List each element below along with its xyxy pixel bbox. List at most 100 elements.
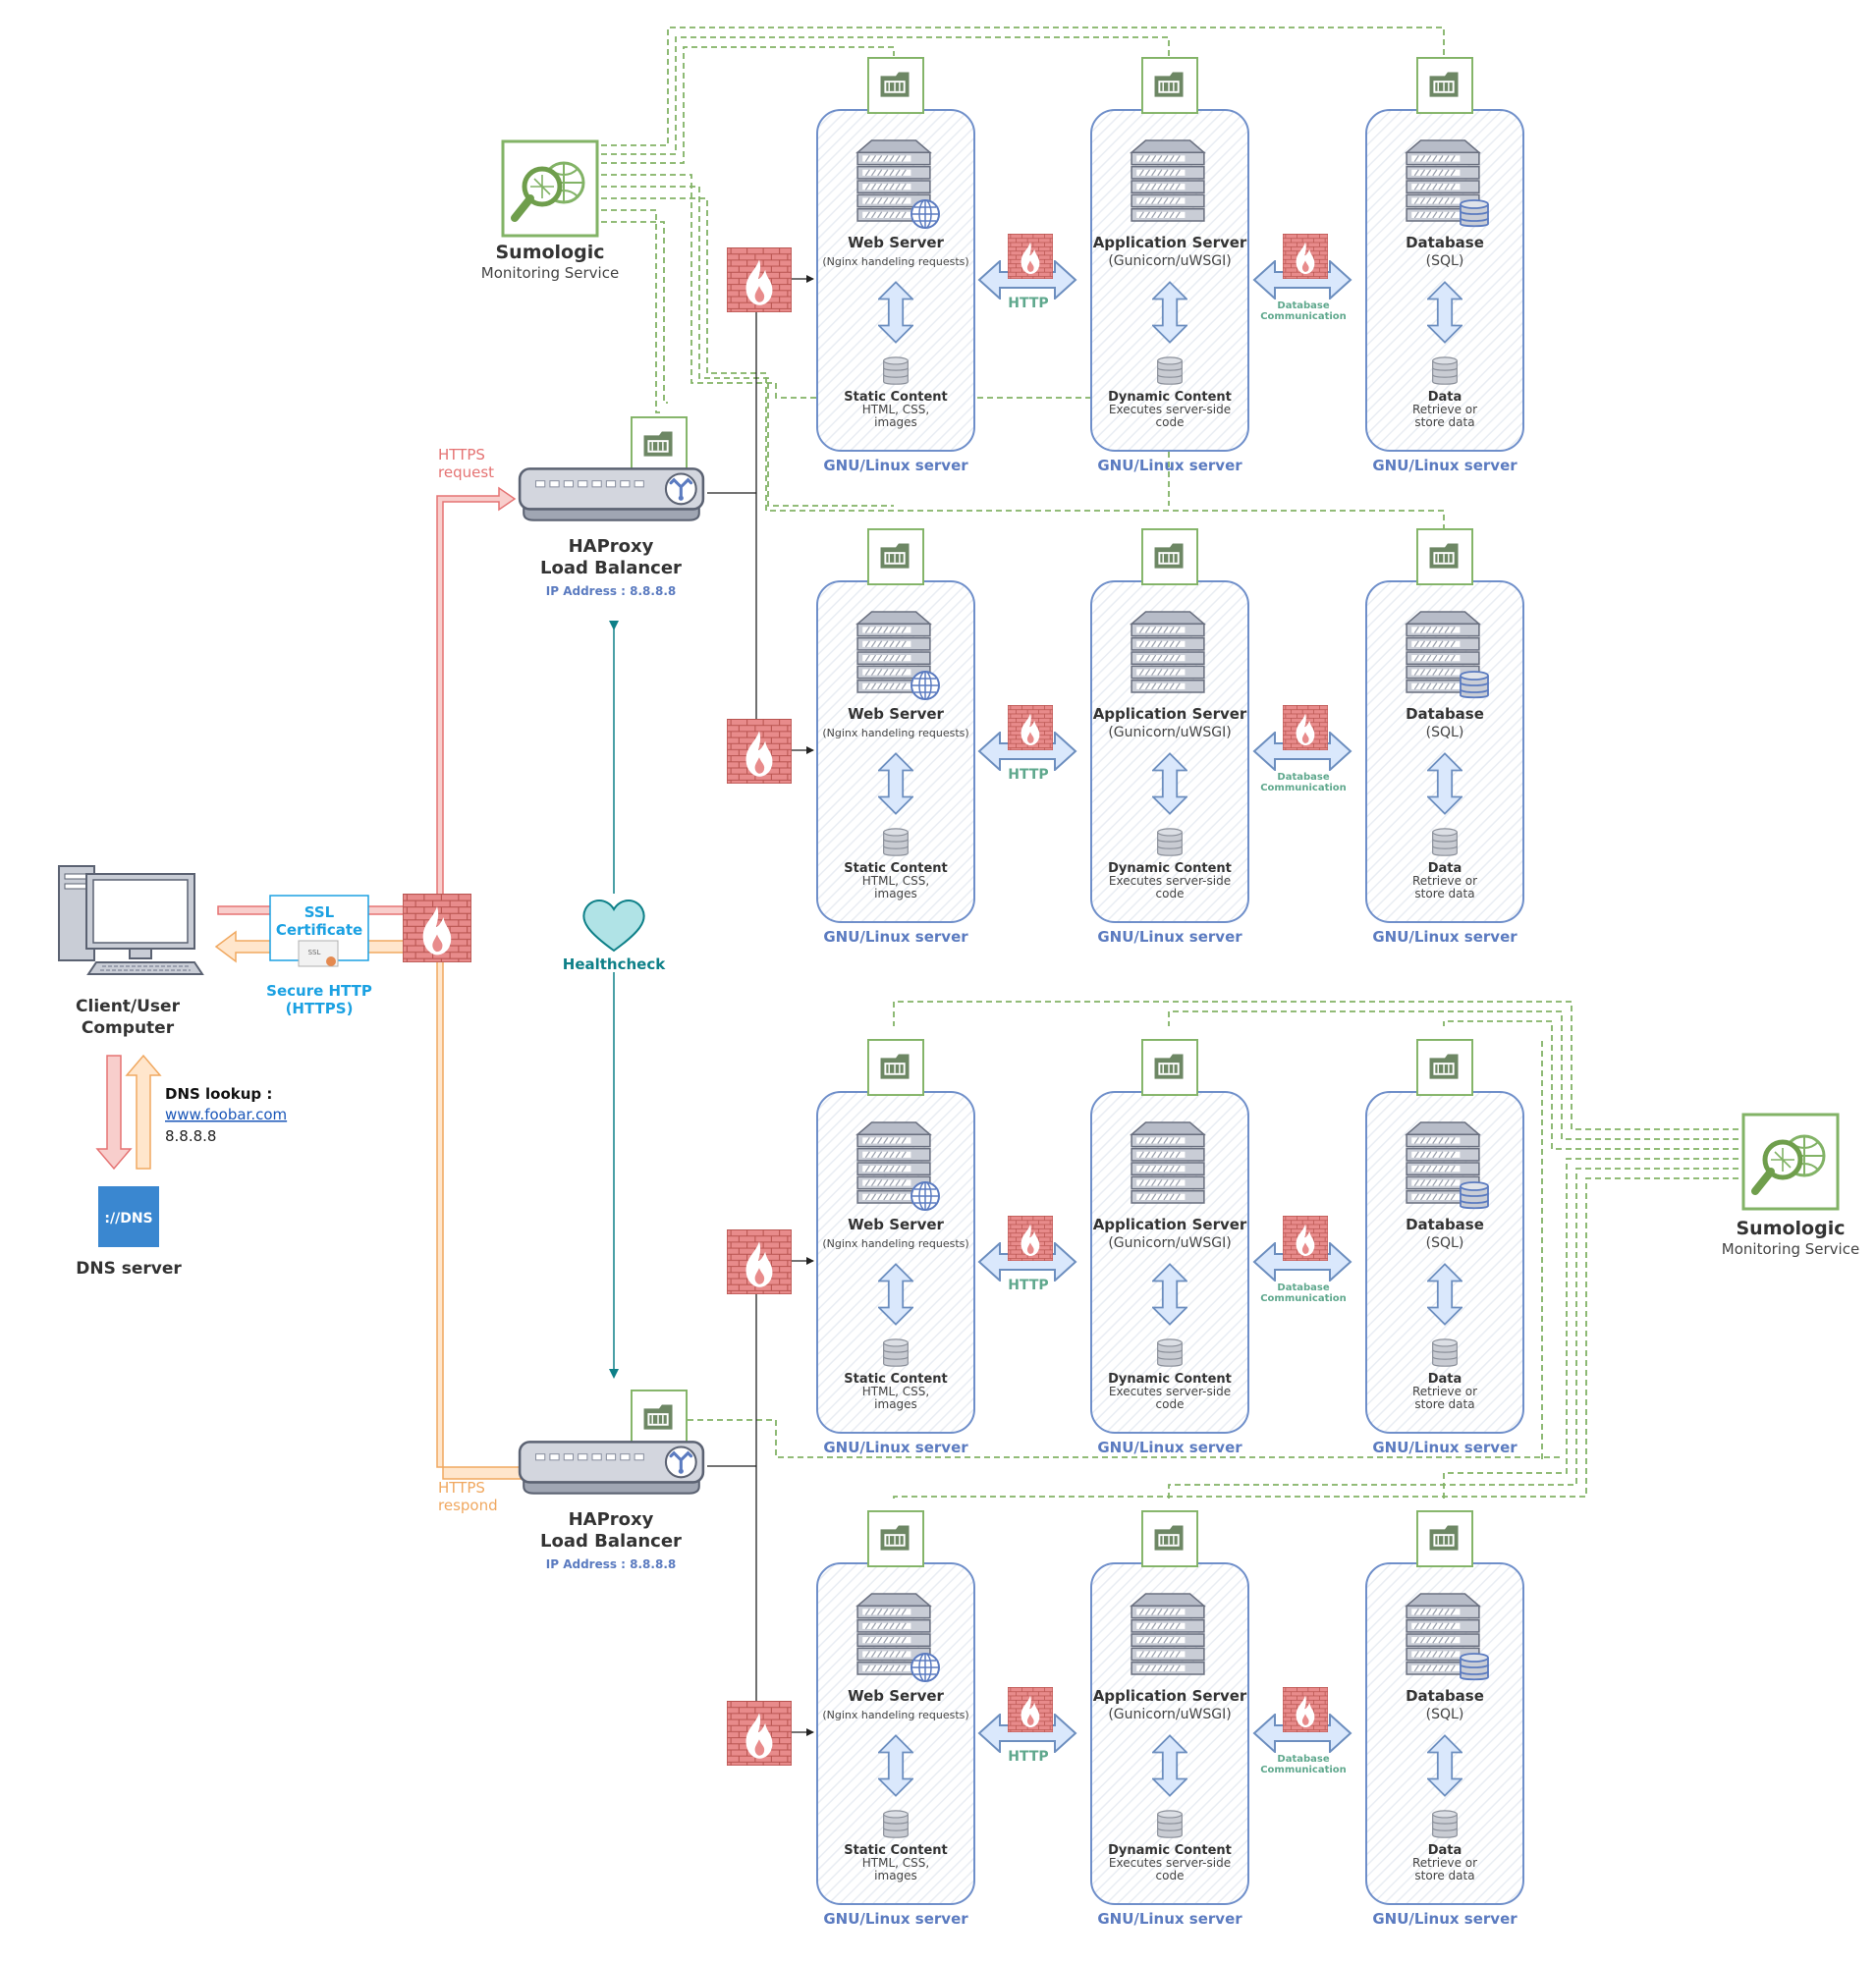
content-title: Data [1428, 861, 1462, 876]
web-server-node: Web Server(Nginx handeling requests)Stat… [816, 1039, 975, 1456]
globe-icon [910, 1181, 940, 1211]
database-icon [1460, 671, 1489, 699]
content-title: Dynamic Content [1108, 390, 1232, 405]
content-line: Executes server-side [1109, 874, 1231, 888]
server-footer: GNU/Linux server [1097, 457, 1242, 474]
server-subtitle: (SQL) [1426, 725, 1464, 740]
firewall-icon [1008, 705, 1053, 750]
lb-ip: IP Address : 8.8.8.8 [546, 584, 676, 598]
server-subtitle: (SQL) [1426, 253, 1464, 269]
content-title: Dynamic Content [1108, 1372, 1232, 1387]
load-balancer-icon [518, 1440, 705, 1495]
sumologic-title: Sumologic [495, 242, 604, 263]
firewall-icon [1283, 705, 1328, 750]
content-line: images [874, 887, 917, 900]
dns-lookup-domain[interactable]: www.foobar.com [165, 1106, 287, 1123]
sumologic-icon [1743, 1115, 1838, 1209]
db-comm-label: Communication [1260, 311, 1347, 322]
dns-server-label: DNS server [76, 1259, 182, 1279]
ssl-cert-line1: SSL [304, 903, 335, 921]
server-footer: GNU/Linux server [1097, 1439, 1242, 1456]
storage-icon [1432, 828, 1458, 856]
lb-ip: IP Address : 8.8.8.8 [546, 1557, 676, 1571]
firewall-icon [1008, 234, 1053, 279]
dns-icon [98, 1186, 159, 1247]
server-row: Web Server(Nginx handeling requests)Stat… [727, 1510, 1524, 1928]
server-subtitle: (Nginx handeling requests) [822, 255, 968, 268]
web-server-node: Web Server(Nginx handeling requests)Stat… [816, 57, 975, 474]
content-line: Retrieve or [1412, 403, 1477, 416]
https-respond-arrow: HTTPS respond [214, 930, 522, 1514]
database-icon [1460, 199, 1489, 228]
monitoring-agent-icon [1416, 1510, 1473, 1567]
server-subtitle: (Gunicorn/uWSGI) [1108, 1707, 1231, 1722]
app-server-node: Application Server(Gunicorn/uWSGI)Dynami… [1090, 1039, 1249, 1456]
monitoring-agent-icon [1141, 57, 1198, 114]
lb-title-line1: HAProxy [569, 1509, 654, 1530]
server-title: Application Server [1093, 1216, 1247, 1233]
http-label: HTTP [1008, 767, 1048, 783]
http-link: HTTP [977, 1216, 1077, 1293]
server-footer: GNU/Linux server [823, 1439, 968, 1456]
app-server-node: Application Server (Gunicorn/uWSGI) Dynami… [1090, 57, 1249, 474]
firewall-icon [1008, 1687, 1053, 1732]
content-title: Static Content [844, 390, 947, 405]
sumologic-top: Sumologic Monitoring Service [481, 141, 619, 282]
lb-title-line2: Load Balancer [540, 1531, 682, 1552]
monitoring-agent-icon [1416, 528, 1473, 585]
ssl-caption-line2: (HTTPS) [286, 1000, 354, 1017]
load-balancer-bottom: HAProxy Load Balancer IP Address : 8.8.8… [518, 1390, 705, 1571]
server-title: Application Server [1093, 234, 1247, 251]
web-server-node: Web Server(Nginx handeling requests)Stat… [816, 1510, 975, 1928]
firewall-icon [727, 1229, 792, 1294]
ssl-certificate: SSL Certificate SSL Secure HTTP (HTTPS) [266, 895, 372, 1017]
seal-icon [326, 956, 336, 966]
db-comm-label: Communication [1260, 1293, 1347, 1304]
main-firewall-icon [403, 894, 471, 962]
content-line: code [1156, 1397, 1185, 1411]
https-respond-label-1: HTTPS [438, 1479, 485, 1497]
content-title: Dynamic Content [1108, 861, 1232, 876]
storage-icon [1432, 356, 1458, 385]
dns-server: ://DNS DNS server [76, 1186, 182, 1279]
web-server-node: Web Server(Nginx handeling requests)Stat… [816, 528, 975, 946]
content-line: code [1156, 415, 1185, 429]
sumologic-bottom: Sumologic Monitoring Service [1722, 1115, 1859, 1258]
monitoring-agent-icon [631, 416, 688, 473]
ssl-cert-line2: Certificate [276, 921, 362, 939]
server-rack-icon [1131, 1121, 1205, 1204]
content-line: code [1156, 887, 1185, 900]
server-footer: GNU/Linux server [1372, 1910, 1517, 1928]
firewall-icon [1283, 1216, 1328, 1261]
monitoring-agent-icon [631, 1390, 688, 1446]
storage-icon [1157, 1810, 1183, 1838]
monitoring-agent-icon [867, 528, 924, 585]
content-line: HTML, CSS, [862, 874, 929, 888]
storage-icon [883, 356, 909, 385]
server-subtitle: (Nginx handeling requests) [822, 1709, 968, 1721]
server-footer: GNU/Linux server [823, 457, 968, 474]
content-line: Retrieve or [1412, 1856, 1477, 1870]
storage-icon [883, 1338, 909, 1367]
content-title: Data [1428, 390, 1462, 405]
monitoring-agent-icon [867, 1510, 924, 1567]
dns-lookup-info: DNS lookup : www.foobar.com 8.8.8.8 [165, 1085, 287, 1145]
server-footer: GNU/Linux server [823, 928, 968, 946]
server-rack-icon [1131, 611, 1205, 693]
monitoring-agent-icon [867, 1039, 924, 1096]
monitoring-agent-icon [1416, 57, 1473, 114]
server-subtitle: (Nginx handeling requests) [822, 727, 968, 739]
content-line: images [874, 1869, 917, 1882]
server-footer: GNU/Linux server [823, 1910, 968, 1928]
db-comm-label: Database [1277, 300, 1329, 311]
firewall-icon [727, 247, 792, 312]
content-line: HTML, CSS, [862, 1856, 929, 1870]
storage-icon [1157, 1338, 1183, 1367]
content-line: store data [1414, 415, 1474, 429]
server-subtitle: (Gunicorn/uWSGI) [1108, 253, 1231, 269]
client-title-line2: Computer [82, 1018, 175, 1038]
